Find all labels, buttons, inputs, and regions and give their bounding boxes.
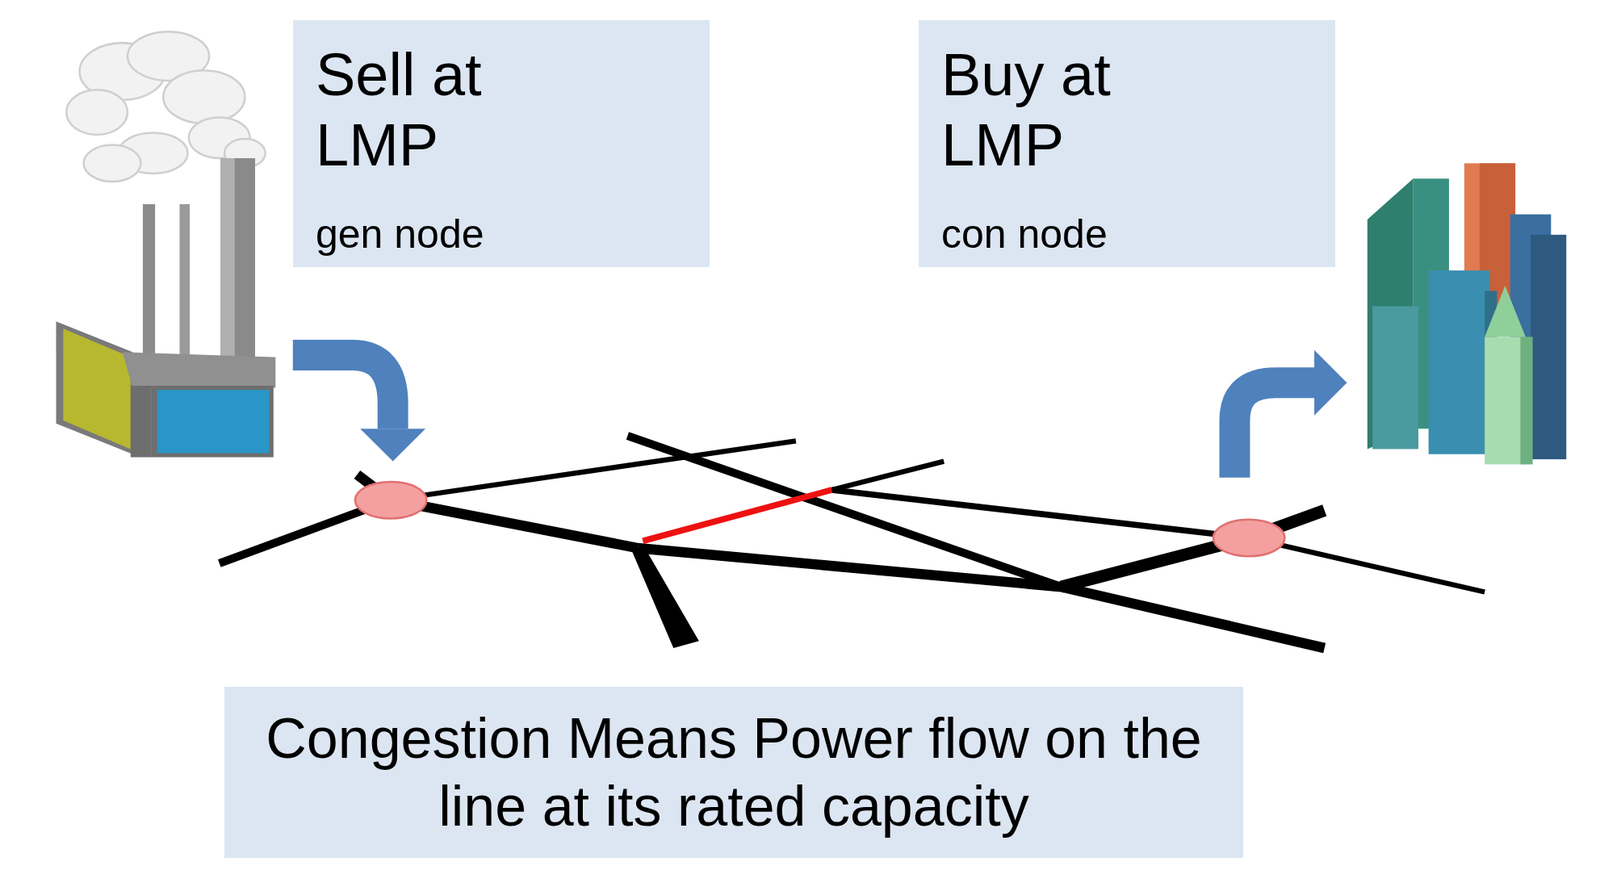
note-box: Congestion Means Power flow on the line … [224,686,1244,859]
price-label: Sell at LMP [315,39,558,181]
factory [56,158,277,458]
consumer-node [1213,519,1285,558]
withdrawal-arrow [1234,350,1347,478]
price-subscript: gen node [315,211,485,257]
price-subscript: con node [941,211,1108,257]
city [1367,163,1567,465]
generator-node [355,481,427,520]
injection-arrow [293,355,426,462]
note-text: Congestion Means Power flow on the line … [265,707,1203,838]
transmission-network [219,435,1485,649]
price-label: Buy at LMP [941,39,1184,181]
price-box: Sell at LMP gen node [293,20,710,268]
congested-line [642,490,832,541]
price-box: Buy at LMP con node [918,20,1336,268]
